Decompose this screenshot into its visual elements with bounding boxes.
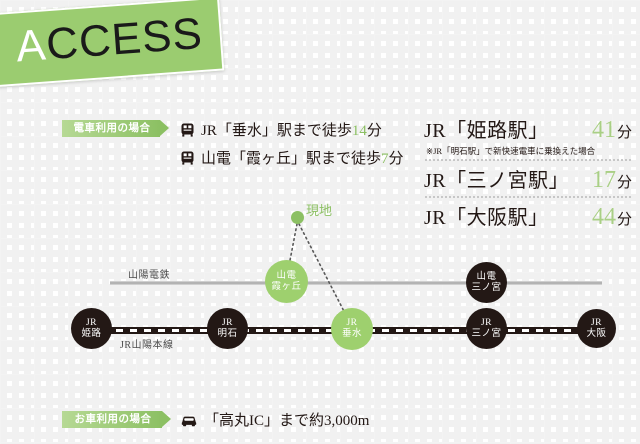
travel-time-panel: JR「姫路駅」 41分 ※JR「明石駅」で新快速電車に乗換えた場合 JR「三ノ宮… [424,114,632,231]
station-jr-tarumi[interactable]: JR 垂水 [331,308,373,350]
sanyo-dentetsu-line [110,281,602,285]
station-jr-himeji-line1: JR [85,317,98,328]
station-jr-osaka-line1: JR [590,317,603,328]
station-jr-akashi-line2: 明石 [217,328,238,339]
station-sanyo-kasumigaoka-line2: 霞ヶ丘 [271,281,302,292]
travel-time-row-sannomiya: JR「三ノ宮駅」 17分 [424,164,632,194]
travel-time-station-sannomiya: JR「三ノ宮駅」 [424,170,570,192]
station-sanyo-sannomiya-line2: 三ノ宮 [471,282,502,293]
station-jr-tarumi-line2: 垂水 [341,329,362,339]
station-jr-akashi-line1: JR [221,317,234,328]
station-jr-sannomiya[interactable]: JR 三ノ宮 [466,308,507,349]
travel-time-value-osaka: 44分 [591,204,632,230]
station-jr-osaka[interactable]: JR 大阪 [577,309,616,348]
travel-time-row-himeji: JR「姫路駅」 41分 [424,114,632,144]
travel-time-value-himeji: 41分 [591,117,632,143]
travel-time-unit-sannomiya: 分 [616,175,632,191]
divider-2 [424,196,632,198]
station-jr-akashi[interactable]: JR 明石 [207,308,248,349]
travel-time-station-himeji: JR「姫路駅」 [424,120,549,142]
car-icon [180,413,198,432]
station-jr-sannomiya-line2: 三ノ宮 [471,328,502,339]
jr-sanyo-main-line-label: JR山陽本線 [120,340,174,351]
train-route-item-2: 山電「霞ヶ丘」駅まで徒歩7分 [180,147,404,170]
station-sanyo-kasumigaoka-line1: 山電 [276,270,297,281]
car-route-item: 「高丸IC」まで約3,000m [180,409,369,432]
sanyo-dentetsu-line-label: 山陽電鉄 [128,270,170,281]
station-jr-himeji[interactable]: JR 姫路 [71,308,112,349]
travel-time-note-himeji: ※JR「明石駅」で新快速電車に乗換えた場合 [426,146,596,156]
train-route-item-2-minutes: 7 [381,151,389,167]
station-sanyo-kasumigaoka[interactable]: 山電 霞ヶ丘 [265,260,308,303]
travel-time-unit-osaka: 分 [616,212,632,228]
train-route-item-1-unit: 分 [366,123,382,139]
car-route-item-text: 「高丸IC」まで約3,000m [204,413,370,429]
site-marker-label: 現地 [306,203,333,218]
travel-time-unit-himeji: 分 [616,125,632,141]
travel-time-row-osaka: JR「大阪駅」 44分 [424,201,632,231]
travel-time-station-osaka: JR「大阪駅」 [424,207,549,229]
station-sanyo-sannomiya[interactable]: 山電 三ノ宮 [466,262,507,303]
station-sanyo-sannomiya-line1: 山電 [476,271,497,282]
divider-1 [424,159,632,161]
train-icon [180,123,195,142]
train-route-item-2-text: 山電「霞ヶ丘」駅まで徒歩 [201,151,382,167]
car-section-tag: お車利用の場合 [62,411,171,428]
train-section-tag: 電車利用の場合 [62,120,169,137]
train-route-item-1-text: JR「垂水」駅まで徒歩 [201,123,352,139]
train-route-item-1: JR「垂水」駅まで徒歩14分 [180,119,382,142]
train-route-item-2-unit: 分 [388,151,404,167]
station-jr-sannomiya-line1: JR [480,317,493,328]
station-jr-himeji-line2: 姫路 [81,328,102,339]
travel-time-value-sannomiya: 17分 [591,167,632,193]
train-route-item-1-minutes: 14 [351,123,367,139]
site-marker-dot [291,211,304,224]
train-icon [180,151,195,170]
station-jr-osaka-line2: 大阪 [586,328,607,339]
station-jr-tarumi-line1: JR [346,318,358,328]
